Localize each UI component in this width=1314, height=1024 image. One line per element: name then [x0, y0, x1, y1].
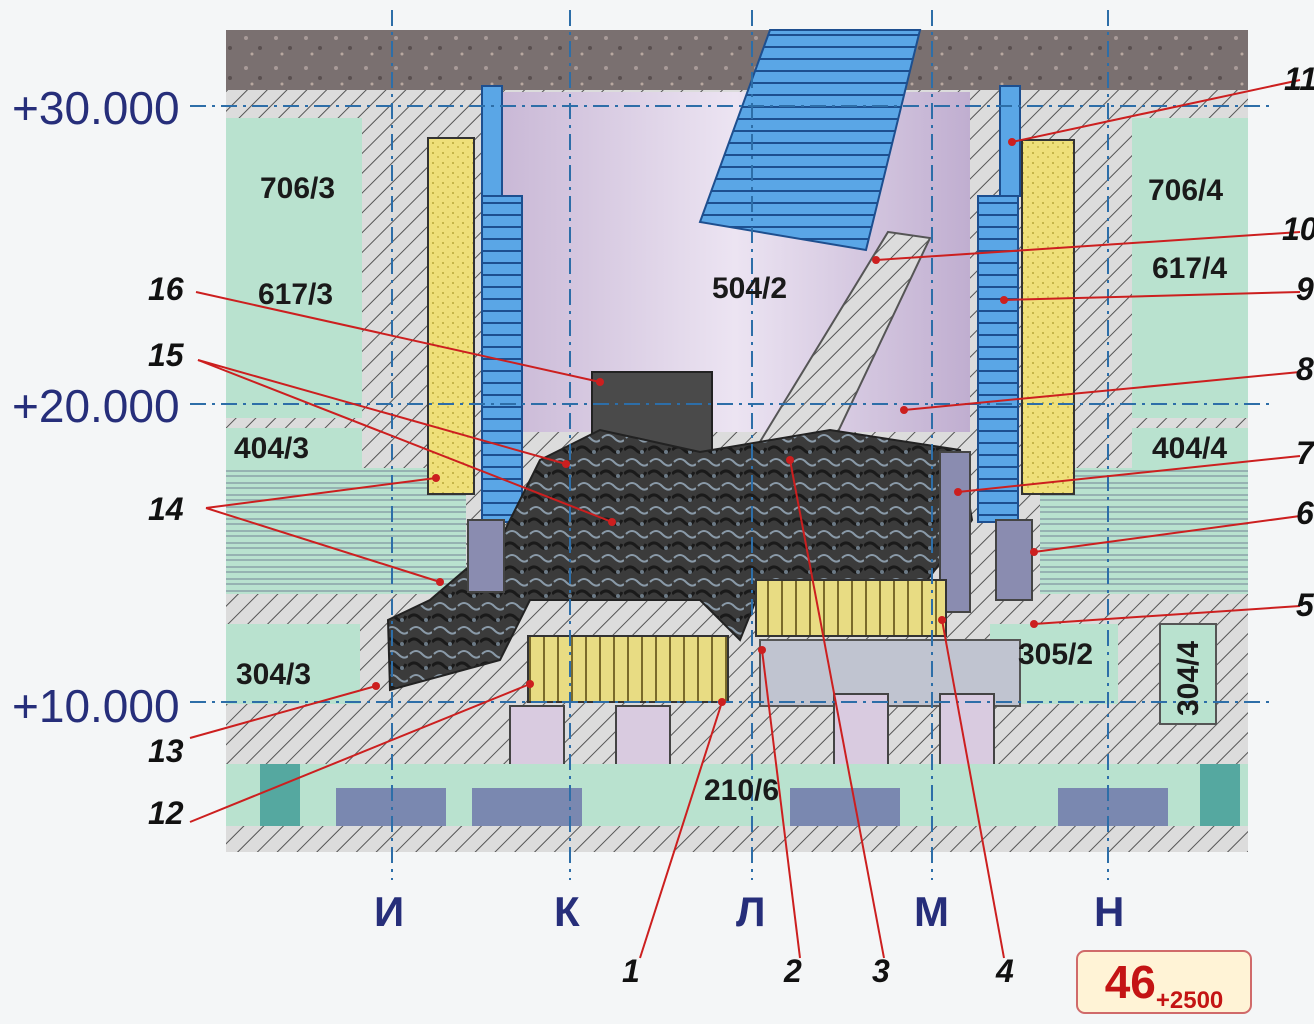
room-left-304: [226, 624, 360, 704]
callout-number: 16: [148, 271, 184, 307]
basement-block: [472, 788, 582, 826]
column-label: И: [374, 888, 404, 935]
callout-number: 15: [148, 337, 185, 373]
basement-block: [790, 788, 900, 826]
room-right-upper: [1132, 118, 1248, 418]
room-right-304: [1159, 623, 1217, 725]
callout-number: 6: [1296, 495, 1314, 531]
room-label: 617/3: [258, 278, 333, 311]
callout-number: 7: [1296, 435, 1314, 471]
callout-number: 11: [1284, 61, 1314, 97]
room-label: 304/3: [236, 658, 311, 691]
basement-block: [1058, 788, 1168, 826]
room-label: 706/4: [1148, 174, 1223, 207]
callout-number: 3: [872, 953, 890, 989]
room-label: 706/3: [260, 172, 335, 205]
room-left-upper: [226, 118, 362, 418]
sand-fill-right: [1021, 139, 1075, 495]
tank-wall-left-top: [481, 85, 503, 197]
badge-sub: +2500: [1155, 987, 1224, 1014]
column-label: Н: [1094, 888, 1124, 935]
room-label: 305/2: [1018, 638, 1093, 671]
elevation-label: +30.000: [12, 82, 180, 134]
elevation-label: +20.000: [12, 380, 180, 432]
callout-number: 1: [622, 953, 640, 989]
support-leg: [467, 519, 505, 593]
upper-biological-shield: [698, 29, 922, 252]
support-leg: [995, 519, 1033, 601]
callout-number: 4: [995, 953, 1014, 989]
elevation-label: +10.000: [12, 680, 180, 732]
tank-wall-right: [977, 195, 1019, 523]
top-rubble: [226, 30, 1248, 90]
basement-block: [1200, 764, 1240, 826]
fuel-containing-debris: [386, 428, 974, 692]
drawing-number-badge: 46+2500: [1076, 950, 1252, 1014]
room-label: 404/4: [1152, 432, 1227, 465]
basement-block: [260, 764, 300, 826]
callout-number: 8: [1296, 351, 1314, 387]
lower-assembly-right: [755, 579, 947, 637]
room-right-404: [1132, 428, 1248, 468]
callout-number: 14: [148, 491, 184, 527]
column-label: К: [554, 888, 580, 935]
callout-number: 12: [148, 795, 184, 831]
column-label: Л: [736, 888, 765, 935]
room-label: 617/4: [1152, 252, 1227, 285]
sand-fill-left: [427, 137, 475, 495]
lower-assembly-left: [527, 635, 729, 703]
tank-wall-left: [481, 195, 523, 523]
badge-main: 46: [1104, 956, 1156, 1008]
callout-number: 5: [1296, 587, 1314, 623]
column-label: М: [914, 888, 949, 935]
room-left-404: [226, 428, 362, 468]
room-label: 210/6: [704, 774, 779, 807]
callout-number: 2: [783, 953, 802, 989]
room-label-vertical: 304/4: [1172, 641, 1205, 716]
callout-number: 13: [148, 733, 184, 769]
callout-number: 9: [1296, 271, 1314, 307]
leader-lines: [189, 79, 1301, 959]
callout-number: 10: [1282, 211, 1314, 247]
room-label: 504/2: [712, 272, 787, 305]
room-label: 404/3: [234, 432, 309, 465]
